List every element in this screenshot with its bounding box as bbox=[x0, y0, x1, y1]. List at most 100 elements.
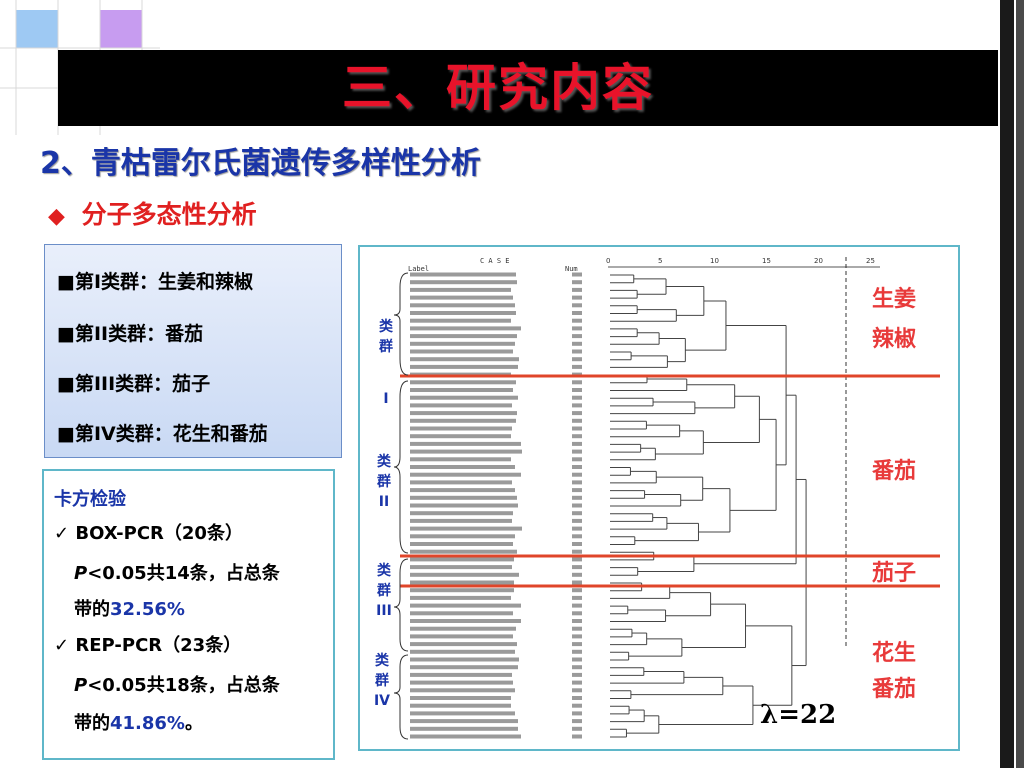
rep-pcr-line: ✓ REP-PCR（23条） bbox=[54, 631, 241, 657]
leaf-label-mark bbox=[410, 311, 516, 315]
leaf-num-mark bbox=[572, 603, 582, 608]
leaf-num-mark bbox=[572, 364, 582, 369]
group-char: 类 bbox=[375, 653, 389, 669]
title-bar bbox=[58, 50, 998, 126]
leaf-num-mark bbox=[572, 295, 582, 300]
leaf-num-mark bbox=[572, 341, 582, 346]
leaf-label-mark bbox=[410, 364, 518, 369]
group-label-1: 类 群 bbox=[376, 317, 396, 357]
leaf-label-mark bbox=[410, 441, 521, 446]
leaf-num-mark bbox=[572, 441, 582, 446]
leaf-num-mark bbox=[572, 595, 582, 600]
leaf-num-mark bbox=[572, 287, 582, 292]
leaf-num-mark bbox=[572, 557, 582, 562]
leaf-num-mark bbox=[572, 380, 582, 385]
leaf-label-mark bbox=[410, 418, 516, 423]
p-symbol: P bbox=[74, 563, 88, 584]
group-brace bbox=[393, 380, 409, 554]
cluster-item: ■第III类群：茄子 bbox=[57, 373, 211, 395]
scale-tick: 0 bbox=[606, 257, 610, 265]
group-char: 群 bbox=[375, 673, 389, 689]
leaf-rows bbox=[410, 272, 582, 739]
leaf-num-mark bbox=[572, 472, 582, 477]
leaf-num-mark bbox=[572, 488, 582, 493]
chi-square-box: 卡方检验 ✓ BOX-PCR（20条） P<0.05共14条，占总条 带的32.… bbox=[42, 469, 335, 760]
leaf-label-mark bbox=[410, 503, 518, 508]
leaf-num-mark bbox=[572, 657, 582, 662]
group-brace bbox=[393, 654, 409, 740]
percent-prefix: 带的 bbox=[74, 713, 110, 734]
leaf-label-mark bbox=[410, 595, 511, 600]
group-char: 群 bbox=[377, 583, 391, 599]
leaf-label-mark bbox=[410, 549, 517, 554]
p-symbol: P bbox=[74, 675, 88, 696]
box-pcr-line: ✓ BOX-PCR（20条） bbox=[54, 519, 243, 545]
leaf-label-mark bbox=[410, 326, 521, 331]
check-icon: ✓ bbox=[54, 523, 70, 544]
leaf-num-mark bbox=[572, 626, 582, 631]
deco-square bbox=[100, 10, 142, 48]
dendrogram-header-label: Label bbox=[408, 265, 429, 273]
lambda-label: λ=22 bbox=[760, 700, 837, 730]
leaf-label-mark bbox=[410, 603, 521, 608]
leaf-num-mark bbox=[572, 503, 582, 508]
section-subtitle: 2、青枯雷尔氏菌遗传多样性分析 bbox=[40, 146, 481, 181]
leaf-num-mark bbox=[572, 388, 582, 392]
group-roman: II bbox=[378, 494, 390, 510]
leaf-num-mark bbox=[572, 326, 582, 331]
leaf-num-mark bbox=[572, 465, 582, 469]
group-label-4: 类 群 IV bbox=[372, 651, 392, 711]
leaf-label-mark bbox=[410, 403, 512, 408]
leaf-label-mark bbox=[410, 457, 511, 462]
leaf-label-mark bbox=[410, 411, 517, 416]
box-pcr-stat-text: <0.05共14条，占总条 bbox=[87, 563, 280, 584]
scale-tick: 20 bbox=[814, 257, 823, 265]
leaf-label-mark bbox=[410, 472, 521, 477]
leaf-num-mark bbox=[572, 719, 582, 724]
leaf-num-mark bbox=[572, 311, 582, 315]
leaf-num-mark bbox=[572, 726, 582, 731]
tree-lines bbox=[610, 274, 807, 738]
leaf-num-mark bbox=[572, 542, 582, 546]
leaf-num-mark bbox=[572, 411, 582, 416]
group-roman: IV bbox=[373, 693, 391, 709]
leaf-label-mark bbox=[410, 619, 521, 623]
leaf-label-mark bbox=[410, 557, 514, 562]
leaf-num-mark bbox=[572, 318, 582, 323]
right-border-outer bbox=[1016, 0, 1024, 768]
page-title: 三、研究内容 bbox=[342, 59, 654, 117]
leaf-label-mark bbox=[410, 665, 518, 670]
leaf-num-mark bbox=[572, 696, 582, 700]
leaf-label-mark bbox=[410, 565, 512, 570]
host-label: 番茄 bbox=[872, 677, 917, 702]
leaf-num-mark bbox=[572, 272, 582, 277]
dendrogram-header-case: C A S E bbox=[480, 257, 510, 265]
check-icon: ✓ bbox=[54, 635, 70, 656]
leaf-label-mark bbox=[410, 711, 515, 716]
leaf-label-mark bbox=[410, 449, 522, 454]
leaf-num-mark bbox=[572, 665, 582, 670]
leaf-label-mark bbox=[410, 534, 515, 539]
cluster-item: ■第II类群：番茄 bbox=[57, 323, 204, 345]
leaf-num-mark bbox=[572, 572, 582, 577]
leaf-num-mark bbox=[572, 303, 582, 308]
leaf-label-mark bbox=[410, 626, 516, 631]
leaf-num-mark bbox=[572, 457, 582, 462]
leaf-num-mark bbox=[572, 711, 582, 716]
leaf-label-mark bbox=[410, 518, 512, 523]
leaf-num-mark bbox=[572, 526, 582, 531]
leaf-label-mark bbox=[410, 426, 512, 431]
group-char: 类 bbox=[379, 319, 393, 335]
scale-tick: 15 bbox=[762, 257, 771, 265]
leaf-num-mark bbox=[572, 434, 582, 439]
group-brace bbox=[393, 558, 409, 652]
leaf-label-mark bbox=[410, 480, 512, 485]
rep-pcr-percent: 41.86% bbox=[110, 713, 185, 734]
host-label: 生姜 bbox=[872, 287, 917, 312]
rep-pcr-stat: P<0.05共18条，占总条 bbox=[74, 671, 280, 697]
leaf-num-mark bbox=[572, 680, 582, 685]
leaf-num-mark bbox=[572, 280, 582, 285]
leaf-num-mark bbox=[572, 549, 582, 554]
leaf-label-mark bbox=[410, 634, 513, 639]
leaf-label-mark bbox=[410, 287, 511, 292]
